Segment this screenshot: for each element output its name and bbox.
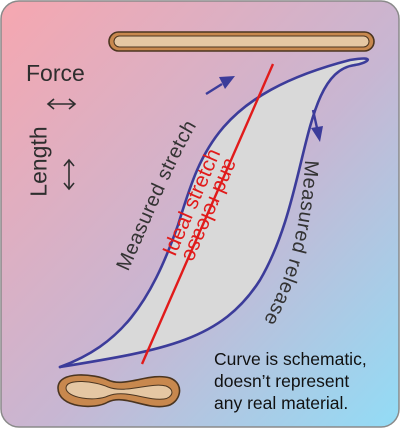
- note-line-3: any real material.: [214, 393, 349, 413]
- up-down-arrow-icon: [63, 158, 75, 191]
- stretch-direction-arrow-icon: [205, 76, 235, 96]
- note-line-2: doesn’t represent: [214, 371, 350, 391]
- ideal-line: [140, 63, 275, 365]
- stretched-rubber-band-icon: [108, 31, 375, 52]
- force-label: Force: [26, 60, 85, 86]
- left-right-arrow-icon: [46, 98, 77, 110]
- schematic-note: Curve is schematic, doesn’t represent an…: [214, 348, 394, 414]
- relaxed-rubber-band-icon: [57, 374, 181, 408]
- length-label: Length: [25, 126, 52, 197]
- measured-stretch-curve: [58, 57, 369, 369]
- hysteresis-loop: [60, 58, 368, 368]
- note-line-1: Curve is schematic,: [214, 349, 367, 369]
- release-direction-arrow-icon: [311, 109, 323, 142]
